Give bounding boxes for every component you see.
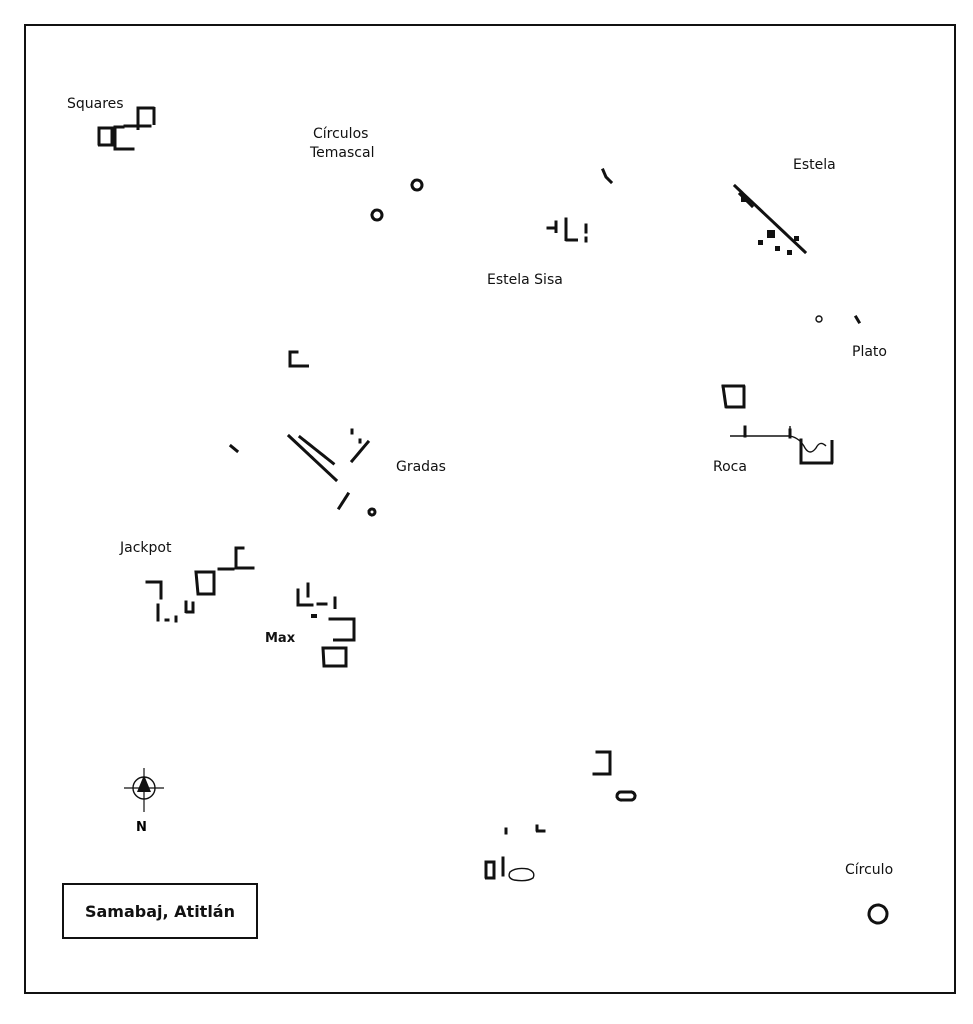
label-squares: Squares [67, 96, 124, 112]
ruin-plato [815, 314, 862, 325]
ruin-circulo [867, 903, 889, 925]
ruin-gradas [228, 428, 377, 517]
ruin-estela [732, 183, 808, 255]
ruin-bracket [288, 350, 311, 368]
label-circulos: Círculos [313, 126, 369, 142]
label-temascal: Temascal [310, 145, 375, 161]
map-title-box: Samabaj, Atitlán [62, 883, 258, 939]
ruin-circulos [370, 178, 424, 222]
map-title: Samabaj, Atitlán [84, 901, 235, 921]
ruin-max [296, 582, 356, 668]
label-roca: Roca [713, 459, 747, 475]
ruin-squares [97, 106, 156, 151]
label-gradas: Gradas [396, 459, 446, 475]
ruin-estela-sisa [546, 168, 614, 243]
label-estela-sisa: Estela Sisa [487, 272, 563, 288]
map-frame [24, 24, 956, 994]
north-arrow-compass-icon [124, 768, 164, 812]
ruin-roca [721, 384, 834, 465]
label-plato: Plato [852, 344, 887, 360]
label-estela: Estela [793, 157, 836, 173]
ruin-jackpot [145, 546, 255, 624]
north-label: N [136, 820, 147, 835]
label-max: Max [265, 631, 296, 646]
ruin-south [484, 750, 637, 882]
label-jackpot: Jackpot [120, 540, 172, 556]
label-circulo: Círculo [845, 862, 894, 878]
